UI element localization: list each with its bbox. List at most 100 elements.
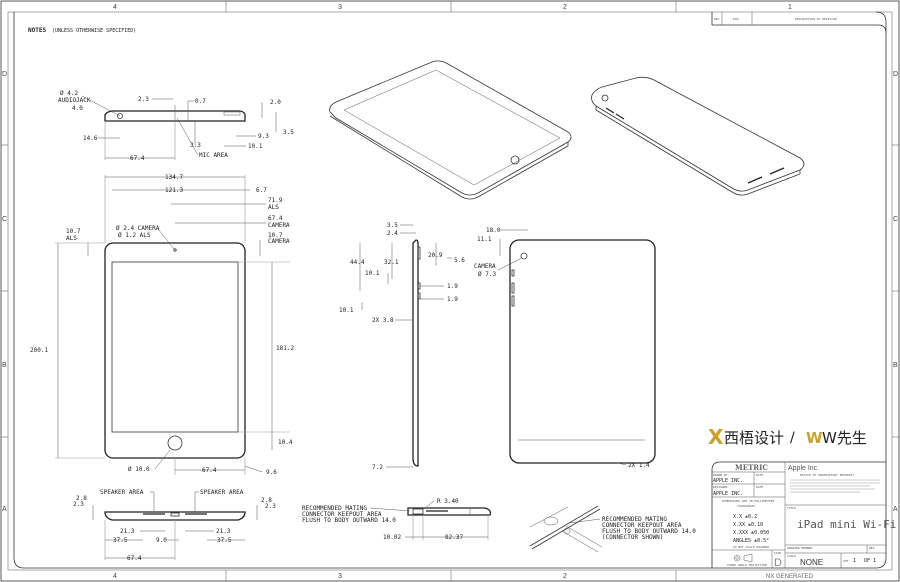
dimension-label: X.X ±0.2 (733, 514, 757, 520)
row-label: D (893, 71, 898, 78)
dimension-label: THIRD ANGLE PROJECTION (727, 563, 767, 567)
row-label: B (2, 362, 7, 369)
dimension-label: 2.8 (76, 495, 87, 502)
screen-area (111, 261, 239, 433)
dimension-label: 10.1 (365, 270, 380, 277)
dimension-label: 67.4 (127, 555, 142, 562)
dimension-label: 4.0 (72, 105, 83, 112)
dimension-label: 10.7 (268, 232, 283, 239)
bottom-view: SPEAKER AREA SPEAKER AREA 2.8 2.3 2.8 2.… (73, 489, 276, 562)
dimension-label: NOTICE OF PROPRIETARY PROPERTY (800, 473, 854, 477)
dimension-label: 44.4 (350, 259, 365, 266)
scale-value: NONE (800, 558, 823, 567)
dimension-label: REV (714, 17, 720, 21)
col-label: 3 (338, 573, 342, 580)
connector-view: RECOMMENDED MATING CONNECTOR KEEPOUT ARE… (302, 498, 492, 541)
dimension-label: Ø 1.2 ALS (118, 232, 151, 239)
third-angle-projection-icon (733, 553, 753, 563)
dimension-label: REV (869, 546, 875, 550)
zone-labels: 4 3 2 1 4 3 2 D C B A D C B A (2, 4, 898, 580)
dimension-label: ANGLES ±0.5° (733, 538, 769, 544)
row-label: A (893, 506, 898, 513)
generated-label: NX GENERATED (766, 574, 814, 580)
dimension-label: DATE (756, 473, 763, 477)
dimension-label: 21.3 (120, 528, 135, 535)
dimension-label: 37.5 (217, 537, 232, 544)
dimension-label: 1 (853, 558, 856, 564)
col-label: 4 (113, 573, 117, 580)
device-outline (104, 242, 246, 459)
dimension-label: 10.4 (278, 439, 293, 446)
dimension-label: DRAWING NUMBER (787, 546, 812, 550)
dimension-label: AUDIOJACK (58, 97, 91, 104)
dimension-label: ECN (733, 17, 739, 21)
dimension-label: ALS (268, 204, 279, 211)
dimension-label: 2X 1.4 (628, 462, 650, 469)
dimension-label: Ø 10.0 (128, 466, 150, 473)
dimension-label: 1.9 (447, 296, 458, 303)
title-block: METRIC Apple Inc. NOTICE OF PROPRIETARY … (711, 461, 896, 580)
dimension-label: 1.9 (447, 283, 458, 290)
dimension-label: DRAWN BY (713, 473, 728, 477)
dimension-label: 67.4 (130, 155, 145, 162)
dimension-label: 67.4 (268, 215, 283, 222)
side-view: 3.5 2.4 44.4 32.1 20.9 5.6 10.1 1.9 1.9 … (339, 222, 465, 471)
dimension-label: 2X 3.8 (372, 317, 394, 324)
dimension-label: CONNECTOR KEEPOUT AREA (302, 511, 382, 518)
revision-block: REV ECN DESCRIPTION OF REVISION (711, 12, 887, 34)
units-label: METRIC (735, 463, 768, 472)
dimension-label: Ø 2.4 CAMERA (116, 225, 160, 232)
dimension-label: 37.5 (113, 537, 128, 544)
dimension-label: CAMERA (268, 222, 290, 229)
connector-detail-view: RECOMMENDED MATING CONNECTOR KEEPOUT ARE… (529, 505, 696, 553)
dimension-label: 121.3 (165, 187, 183, 194)
camera-icon (173, 248, 177, 252)
dimension-label: (CONNECTOR SHOWN) (602, 534, 663, 541)
dimension-label: CAMERA (474, 263, 496, 270)
col-label: 2 (563, 573, 567, 580)
dimension-label: 2.4 (387, 230, 398, 237)
dimension-label: W先生 (822, 429, 867, 447)
dimension-label: 71.9 (268, 197, 283, 204)
dimension-label: DO NOT SCALE DRAWING (733, 545, 769, 549)
dimension-label: FLUSH TO BODY OUTWARD 14.0 (302, 517, 396, 524)
dimension-label: OF 1 (864, 558, 876, 564)
row-label: A (2, 506, 7, 513)
row-label: B (893, 362, 898, 369)
dimension-label: TOLERANCES (737, 504, 755, 508)
dimension-label: 10.7 (66, 228, 81, 235)
dimension-label: 18.0 (486, 227, 501, 234)
dimension-label: 9.6 (266, 469, 277, 476)
dimension-label: 3.5 (387, 222, 398, 229)
dimension-label: X.XX ±0.10 (733, 522, 763, 528)
dimension-label: 3.5 (283, 129, 294, 136)
svg-text:X: X (708, 425, 724, 449)
dimension-label: 82.37 (445, 534, 463, 541)
col-label: 2 (563, 4, 567, 11)
dimension-label: DIMENSIONS ARE IN MILLIMETERS (722, 499, 775, 503)
dimension-label: 134.7 (165, 174, 183, 181)
isometric-front-view (329, 60, 572, 200)
dimension-label: 2.3 (265, 503, 276, 510)
col-label: 1 (788, 4, 792, 11)
dimension-label: X.XXX ±0.050 (733, 530, 769, 536)
dimension-label: 14.6 (83, 135, 98, 142)
dimension-label: 21.3 (216, 528, 231, 535)
dimension-label: SCALE (787, 554, 796, 558)
dimension-label: 32.1 (384, 259, 399, 266)
dimension-label: SIZE (774, 551, 781, 555)
inner-border (13, 11, 887, 569)
row-label: C (2, 216, 7, 223)
isometric-back-view (591, 76, 805, 196)
dimension-label: SHT (843, 559, 849, 563)
dimension-label: 5.6 (454, 257, 465, 264)
home-button-icon (167, 435, 183, 451)
dimension-label: CONNECTOR KEEPOUT AREA (602, 522, 682, 529)
dimension-label: Ø 7.3 (478, 271, 496, 278)
dimension-label: SPEAKER AREA (100, 489, 144, 496)
notes-title: NOTES (28, 27, 46, 34)
dimension-label: RECOMMENDED MATING (602, 516, 667, 523)
dimension-label: 2.8 (261, 497, 272, 504)
lightning-port-icon (412, 508, 424, 515)
